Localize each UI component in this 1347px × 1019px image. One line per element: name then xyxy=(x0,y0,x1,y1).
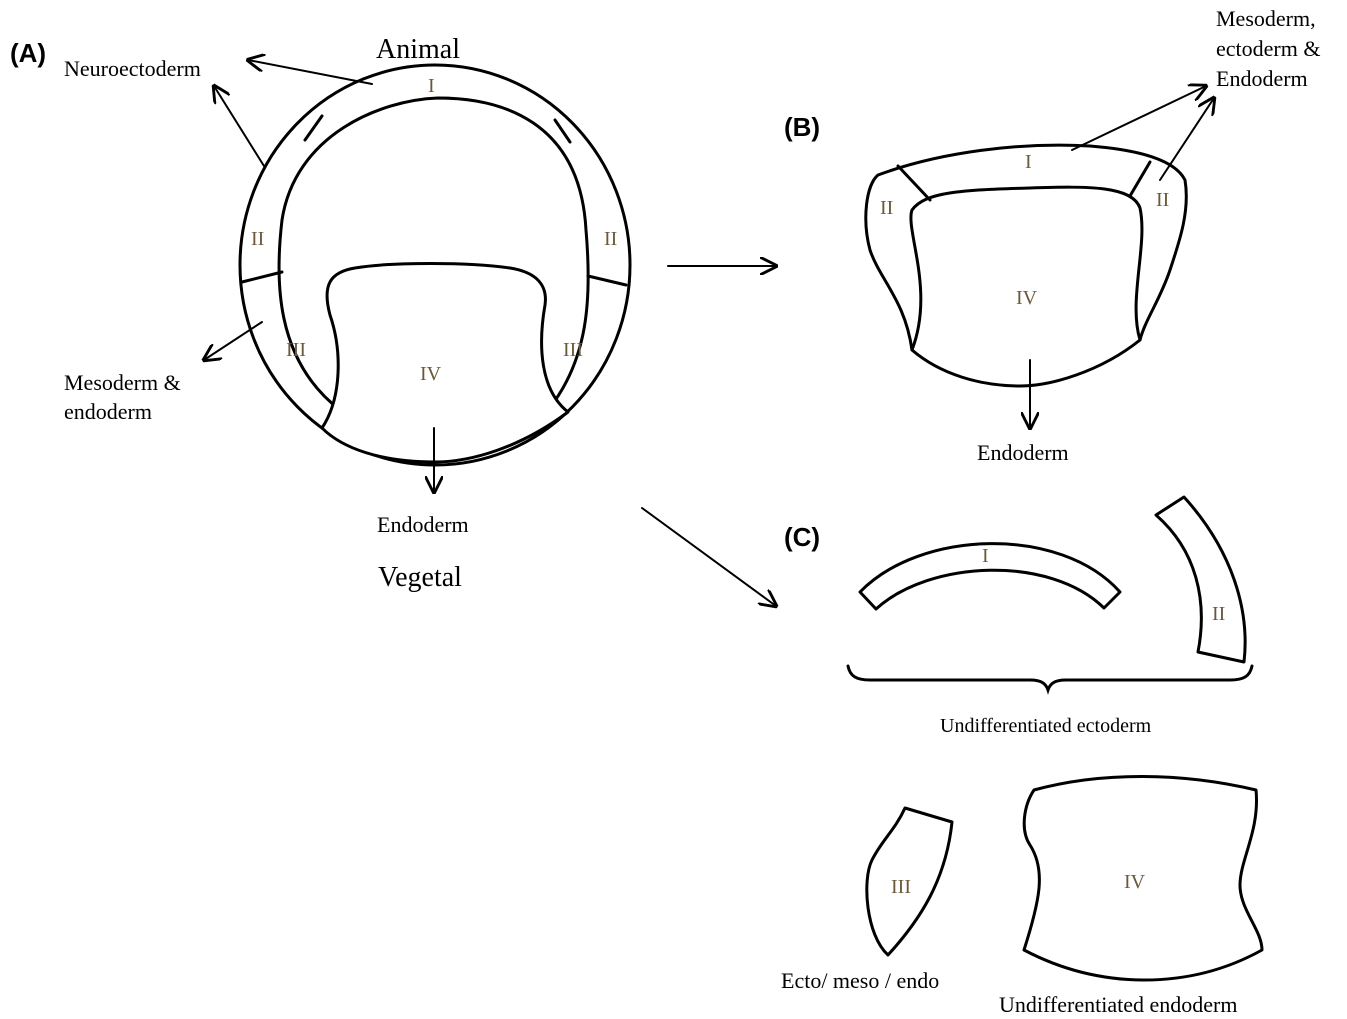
vegetal-pole-label: Vegetal xyxy=(378,562,462,593)
mesoderm-endoderm-label-line1: Mesoderm & xyxy=(64,370,181,395)
vegetal-yolk-mass xyxy=(322,264,568,463)
panel-a: (A) Animal Vegetal I II II III III IV Ne… xyxy=(10,34,630,593)
endoderm-label-b: Endoderm xyxy=(977,440,1069,465)
arrow-i-to-neuroectoderm xyxy=(248,60,372,84)
ecto-meso-endo-label: Ecto/ meso / endo xyxy=(781,968,939,993)
arrow-a-to-c xyxy=(642,508,776,606)
piece-i xyxy=(860,544,1120,609)
panel-c: (C) I II Undifferentiated ectoderm III E… xyxy=(781,497,1262,1017)
panel-c-label: (C) xyxy=(784,522,820,552)
fates-label-line1: Mesoderm, xyxy=(1216,6,1316,31)
piece-i-label: I xyxy=(982,545,989,567)
fates-label-line3: Endoderm xyxy=(1216,66,1308,91)
explant-b-region-ii-right-label: II xyxy=(1156,189,1169,211)
region-iii-left-label: III xyxy=(286,339,306,361)
explant-b-region-i-label: I xyxy=(1025,151,1032,173)
arrow-ii-to-neuroectoderm xyxy=(214,86,264,166)
piece-iv-label: IV xyxy=(1124,871,1146,893)
region-i-label: I xyxy=(428,75,435,97)
animal-pole-label: Animal xyxy=(376,34,460,65)
panel-b: (B) I II II IV Mesoderm, ectoderm & Endo… xyxy=(784,6,1320,465)
region-iv-label: IV xyxy=(420,363,442,385)
region-ii-right-label: II xyxy=(604,228,617,250)
panel-b-label: (B) xyxy=(784,112,820,142)
region-iii-right-label: III xyxy=(563,339,583,361)
piece-ii xyxy=(1156,497,1245,662)
undiff-ectoderm-label: Undifferentiated ectoderm xyxy=(940,715,1152,737)
region-ii-left-label: II xyxy=(251,228,264,250)
explant-b-region-ii-left-label: II xyxy=(880,197,893,219)
panel-a-label: (A) xyxy=(10,38,46,68)
undiff-endoderm-label: Undifferentiated endoderm xyxy=(999,992,1237,1017)
piece-ii-label: II xyxy=(1212,603,1225,625)
neuroectoderm-label: Neuroectoderm xyxy=(64,56,201,81)
explant-b-region-iv-label: IV xyxy=(1016,287,1038,309)
piece-iii-label: III xyxy=(891,876,911,898)
ectoderm-brace xyxy=(848,666,1252,690)
fates-label-line2: ectoderm & xyxy=(1216,36,1320,61)
arrow-b-ii-to-fates xyxy=(1160,98,1214,180)
mesoderm-endoderm-label-line2: endoderm xyxy=(64,399,152,424)
endoderm-label-a: Endoderm xyxy=(377,512,469,537)
